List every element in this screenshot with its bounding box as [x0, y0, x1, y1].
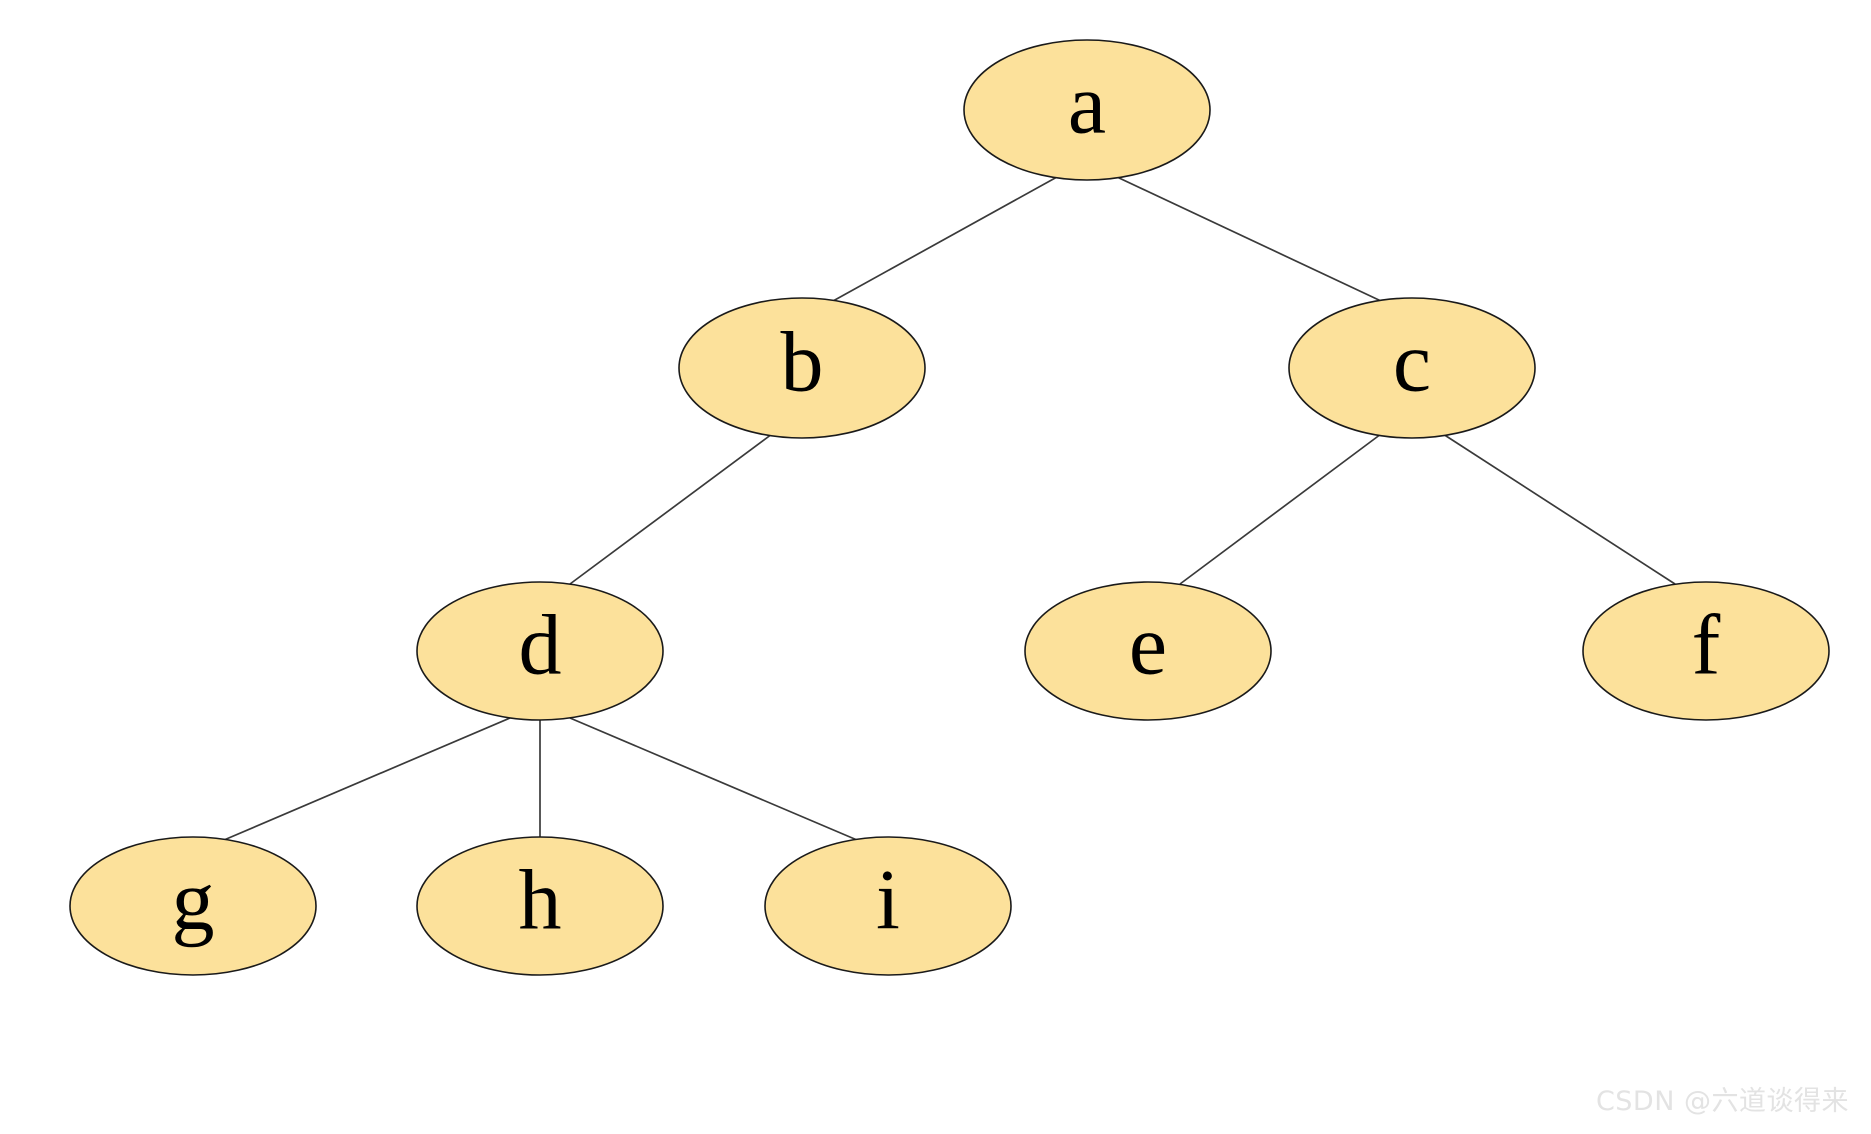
edge-c-f	[1442, 433, 1676, 585]
edge-c-e	[1179, 433, 1382, 585]
node-shape-e[interactable]	[1024, 581, 1272, 721]
node-b[interactable]: b	[678, 297, 926, 439]
node-a[interactable]: a	[963, 39, 1211, 181]
node-g[interactable]: g	[69, 836, 317, 976]
edges-layer	[223, 176, 1676, 841]
node-h[interactable]: h	[416, 836, 664, 976]
edge-a-c	[1116, 176, 1382, 302]
node-shape-d[interactable]	[416, 581, 664, 721]
node-f[interactable]: f	[1582, 581, 1830, 721]
csdn-watermark: CSDN @六道谈得来	[1595, 1086, 1849, 1117]
node-shape-g[interactable]	[69, 836, 317, 976]
node-shape-c[interactable]	[1288, 297, 1536, 439]
node-shape-b[interactable]	[678, 297, 926, 439]
node-shape-a[interactable]	[963, 39, 1211, 181]
node-d[interactable]: d	[416, 581, 664, 721]
node-shape-f[interactable]	[1582, 581, 1830, 721]
node-e[interactable]: e	[1024, 581, 1272, 721]
edge-d-g	[223, 717, 511, 841]
node-shape-h[interactable]	[416, 836, 664, 976]
edge-d-i	[569, 717, 858, 841]
edge-b-d	[569, 433, 773, 585]
node-c[interactable]: c	[1288, 297, 1536, 439]
node-i[interactable]: i	[764, 836, 1012, 976]
edge-a-b	[832, 176, 1058, 302]
node-shape-i[interactable]	[764, 836, 1012, 976]
